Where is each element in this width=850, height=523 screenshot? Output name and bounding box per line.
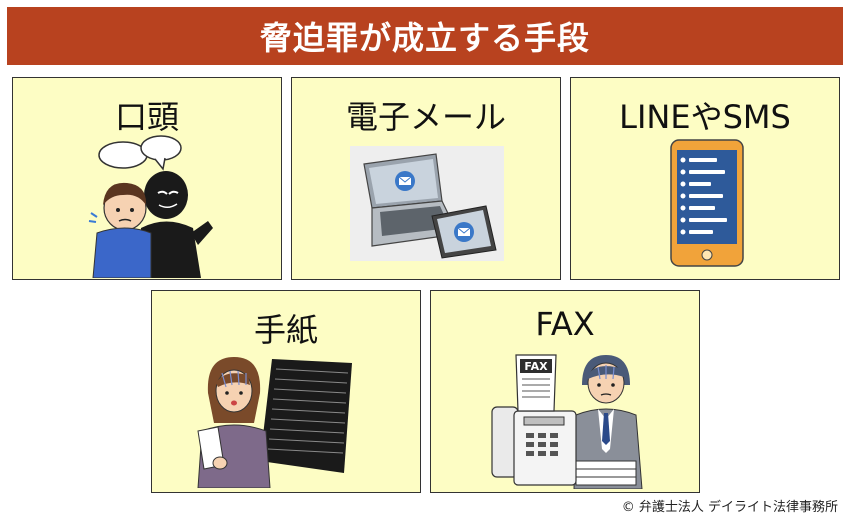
- fax-sheet-text: FAX: [524, 360, 548, 373]
- threatening-person-illustration: [88, 135, 213, 278]
- card-email: 電子メール: [291, 77, 561, 280]
- home-button-icon: [701, 249, 713, 261]
- card-label: 電子メール: [345, 98, 506, 136]
- page-title: 脅迫罪が成立する手段: [259, 19, 590, 57]
- card-label: FAX: [535, 305, 595, 343]
- speech-bubble-icon: [140, 135, 182, 161]
- laptop-email-illustration: [350, 146, 504, 261]
- card-label: LINEやSMS: [619, 98, 791, 136]
- speech-bubble-icon: [98, 141, 148, 169]
- card-letter: 手紙: [151, 290, 421, 493]
- card-verbal: 口頭: [12, 77, 282, 280]
- card-fax: FAX FAX: [430, 290, 700, 493]
- smartphone-chat-illustration: [670, 139, 744, 267]
- card-label: 手紙: [253, 311, 318, 349]
- man-fax-illustration: FAX: [491, 354, 643, 489]
- card-label: 口頭: [114, 98, 179, 136]
- card-line-sms: LINEやSMS: [570, 77, 840, 280]
- title-banner: 脅迫罪が成立する手段: [7, 7, 843, 65]
- copyright-footer: © 弁護士法人 デイライト法律事務所: [621, 500, 838, 515]
- woman-letter-illustration: [197, 357, 352, 488]
